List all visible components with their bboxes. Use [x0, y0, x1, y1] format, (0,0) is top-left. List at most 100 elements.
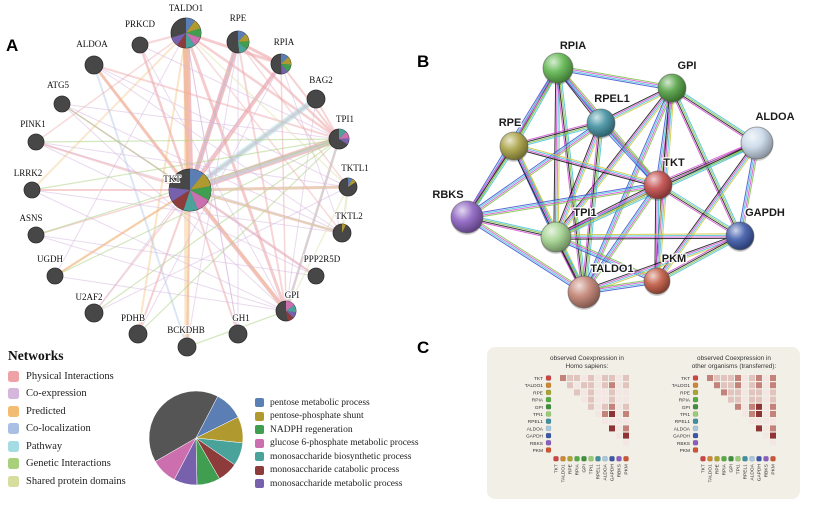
- coexpression-cell: [721, 382, 727, 389]
- coexpression-cell: [560, 375, 566, 381]
- gene-col-label: RPIA: [722, 463, 728, 475]
- legend-item-label: NADPH regeneration: [270, 424, 353, 435]
- gene-col-icon: [742, 455, 748, 462]
- coexpression-cell: [623, 425, 629, 432]
- coexpression-cell: [616, 432, 622, 439]
- coexpression-cell: [770, 396, 776, 403]
- edge-coexpression: [61, 103, 340, 140]
- coexpression-cell: [763, 411, 769, 417]
- gene-col-label: RPE: [715, 464, 721, 474]
- functions-pie-chart: [148, 390, 244, 486]
- coexpression-cell: [756, 396, 762, 403]
- gene-row-label: ALDOA: [527, 426, 544, 432]
- legend-color-swatch: [255, 452, 264, 461]
- gene-col-label: PKM: [771, 464, 777, 474]
- coexpression-cell: [602, 396, 608, 403]
- coexpression-cell: [770, 389, 776, 396]
- coexpression-cell: [770, 425, 776, 432]
- gene-node-TALDO1: TALDO1: [168, 2, 204, 49]
- gene-row-label: PKM: [533, 448, 543, 454]
- gene-node-label: TPI1: [336, 114, 354, 124]
- functions-legend-item-6: monosaccharide metabolic process: [255, 479, 419, 489]
- edge-coexpression: [35, 141, 317, 277]
- string-edge: [555, 233, 741, 240]
- string-edge: [555, 67, 587, 293]
- gene-node-label: ATG5: [47, 80, 69, 90]
- edge-physical: [186, 189, 191, 348]
- legend-color-swatch: [8, 440, 19, 452]
- gene-row-label: RPEL1: [528, 419, 544, 425]
- gene-row-icon: [692, 447, 699, 453]
- legend-item-label: Predicted: [26, 405, 66, 417]
- legend-item-label: Pathway: [26, 440, 63, 452]
- coexpression-cell: [609, 425, 615, 432]
- gene-row-label: RPIA: [679, 398, 691, 404]
- coexpression-title: Homo sapiens:: [566, 363, 609, 370]
- edge-pathway: [285, 138, 340, 312]
- coexpression-cell: [721, 389, 727, 396]
- string-edge: [466, 182, 659, 220]
- coexpression-cell: [742, 389, 748, 396]
- gene-node-TKTL1: TKTL1: [338, 162, 370, 197]
- legend-item-label: pentose-phosphate shunt: [270, 411, 364, 421]
- gene-row-label: GAPDH: [673, 434, 691, 440]
- gene-col-icon: [707, 455, 713, 462]
- networks-legend-title: Networks: [8, 348, 64, 363]
- coexpression-cell: [749, 396, 755, 403]
- gene-col-icon: [756, 455, 762, 462]
- gene-node-label: RPE: [230, 13, 247, 23]
- coexpression-cell: [602, 375, 608, 381]
- legend-item-label: monosaccharide biosynthetic process: [270, 451, 412, 462]
- gene-row-icon: [692, 432, 699, 439]
- coexpression-cell: [714, 382, 720, 389]
- string-edge: [465, 120, 603, 220]
- coexpression-cell: [728, 382, 734, 389]
- gene-row-icon: [545, 396, 552, 403]
- gene-row-icon: [545, 447, 552, 453]
- gene-node-label: BAG2: [309, 75, 333, 85]
- coexpression-cell: [623, 418, 629, 425]
- edge-coexpression: [35, 234, 287, 312]
- gene-row-label: RPIA: [532, 398, 544, 404]
- gene-col-icon: [735, 455, 741, 462]
- gene-col-icon: [609, 455, 615, 462]
- edge-physical: [92, 63, 192, 192]
- coexpression-cell: [756, 425, 762, 432]
- string-edge: [554, 182, 660, 240]
- coexpression-cell: [609, 382, 615, 389]
- gene-node-label: LRRK2: [14, 168, 43, 178]
- coexpression-cell: [602, 382, 608, 389]
- coexpression-cell: [581, 375, 587, 381]
- panel-a-label: A: [6, 36, 19, 55]
- networks-legend-item-1: Co-expression: [8, 388, 148, 399]
- string-edge: [553, 122, 604, 238]
- coexpression-cell: [623, 389, 629, 396]
- protein-node-label: TKT: [663, 157, 685, 169]
- gene-col-icon: [714, 455, 720, 462]
- coexpression-title: other organisms (transferred):: [692, 363, 777, 370]
- edge-physical: [93, 64, 340, 140]
- gene-col-icon: [763, 455, 769, 462]
- coexpression-cell: [602, 403, 608, 410]
- gene-row-icon: [545, 425, 552, 432]
- coexpression-cell: [567, 375, 573, 381]
- gene-node-label: UGDH: [37, 254, 63, 264]
- coexpression-cell: [742, 403, 748, 410]
- legend-color-swatch: [255, 465, 264, 475]
- networks-legend-item-0: Physical Interactions: [8, 370, 148, 382]
- gene-node-PPP2R5D: PPP2R5D: [303, 253, 342, 285]
- legend-color-swatch: [255, 438, 264, 448]
- protein-node-label: RPE: [499, 117, 522, 129]
- gene-col-icon: [700, 455, 706, 462]
- coexpression-cell: [588, 389, 594, 396]
- coexpression-cell: [595, 396, 601, 403]
- string-edge: [655, 233, 742, 284]
- gene-row-label: RPE: [680, 390, 690, 396]
- edge-physical: [35, 189, 191, 236]
- networks-legend-item-6: Shared protein domains: [8, 475, 148, 487]
- edge-physical: [35, 32, 187, 143]
- coexpression-title: observed Coexpression in: [550, 355, 624, 362]
- legend-item-label: pentose metabolic process: [270, 397, 370, 408]
